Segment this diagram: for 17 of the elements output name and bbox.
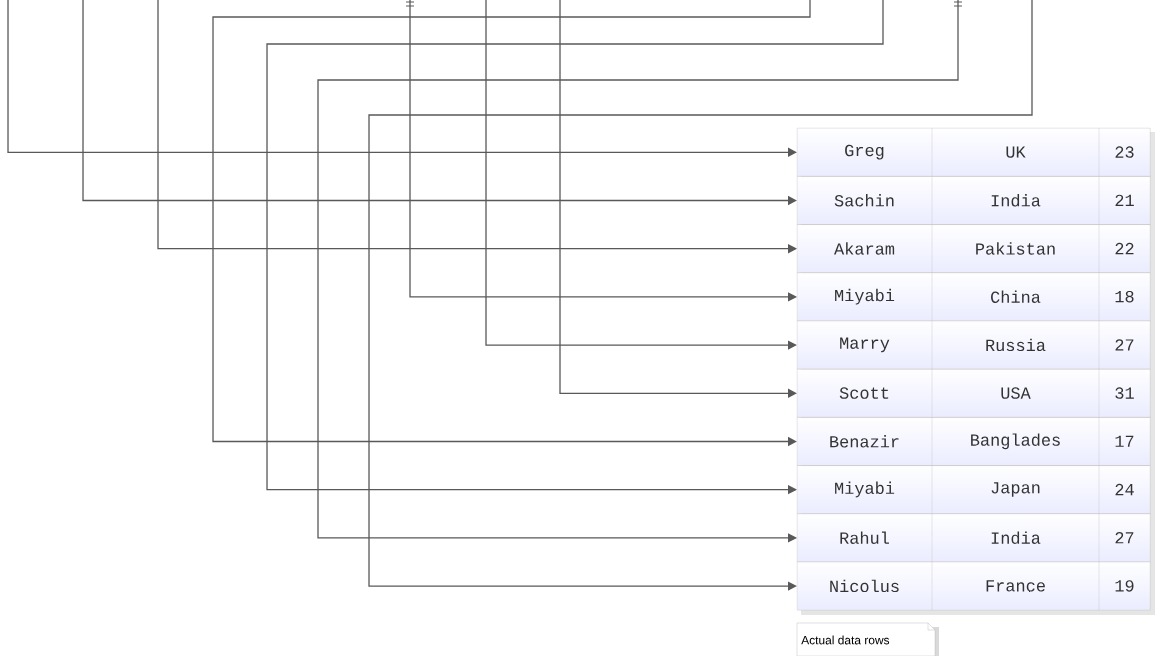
table-row: Nicolus France 19	[797, 561, 1151, 611]
arrow	[317, 0, 963, 543]
arrow	[7, 0, 797, 157]
table-row: Benazir Banglades 17	[797, 417, 1151, 466]
table-row: Sachin India 21	[797, 176, 1151, 225]
table-row: Miyabi China 18	[797, 272, 1151, 322]
table-row: Scott USA 31	[797, 368, 1151, 418]
table-row: Akaram Pakistan 22	[797, 224, 1151, 273]
table-row: Miyabi Japan 24	[797, 465, 1151, 514]
arrow	[405, 0, 797, 302]
arrow	[485, 0, 797, 350]
table-row: Rahul India 27	[797, 513, 1151, 563]
arrow	[368, 0, 1033, 591]
arrow	[559, 0, 797, 398]
note: Actual data rows	[796, 622, 939, 656]
table-row: Greg UK 23	[797, 127, 1151, 177]
table-row: Marry Russia 27	[797, 320, 1151, 370]
